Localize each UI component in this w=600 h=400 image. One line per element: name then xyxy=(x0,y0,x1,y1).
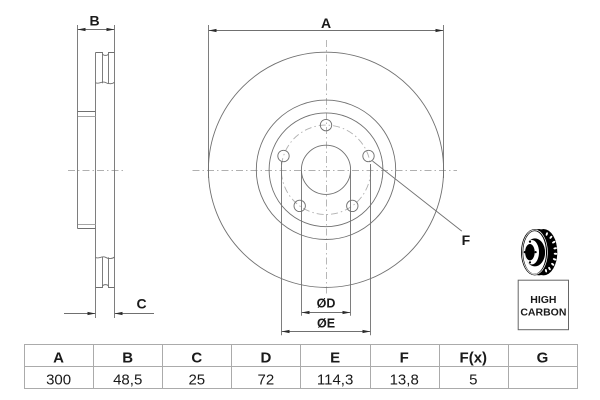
svg-text:25: 25 xyxy=(188,371,205,388)
svg-text:ØE: ØE xyxy=(317,317,335,331)
svg-text:F(x): F(x) xyxy=(460,350,488,367)
svg-text:B: B xyxy=(90,13,100,29)
svg-text:A: A xyxy=(321,15,331,31)
svg-text:48,5: 48,5 xyxy=(113,371,142,388)
svg-text:13,8: 13,8 xyxy=(390,371,419,388)
svg-text:72: 72 xyxy=(258,371,275,388)
svg-text:G: G xyxy=(537,350,549,367)
svg-text:E: E xyxy=(330,350,340,367)
svg-text:A: A xyxy=(53,350,64,367)
svg-text:C: C xyxy=(191,350,202,367)
svg-text:HIGH: HIGH xyxy=(530,294,556,306)
svg-text:B: B xyxy=(122,350,133,367)
svg-text:D: D xyxy=(260,350,271,367)
svg-text:F: F xyxy=(462,232,471,248)
svg-text:F: F xyxy=(400,350,409,367)
svg-text:5: 5 xyxy=(469,371,477,388)
svg-text:CARBON: CARBON xyxy=(520,306,566,318)
svg-text:300: 300 xyxy=(46,371,71,388)
svg-text:ØD: ØD xyxy=(317,297,336,311)
svg-text:C: C xyxy=(136,296,146,312)
svg-text:114,3: 114,3 xyxy=(317,371,353,388)
